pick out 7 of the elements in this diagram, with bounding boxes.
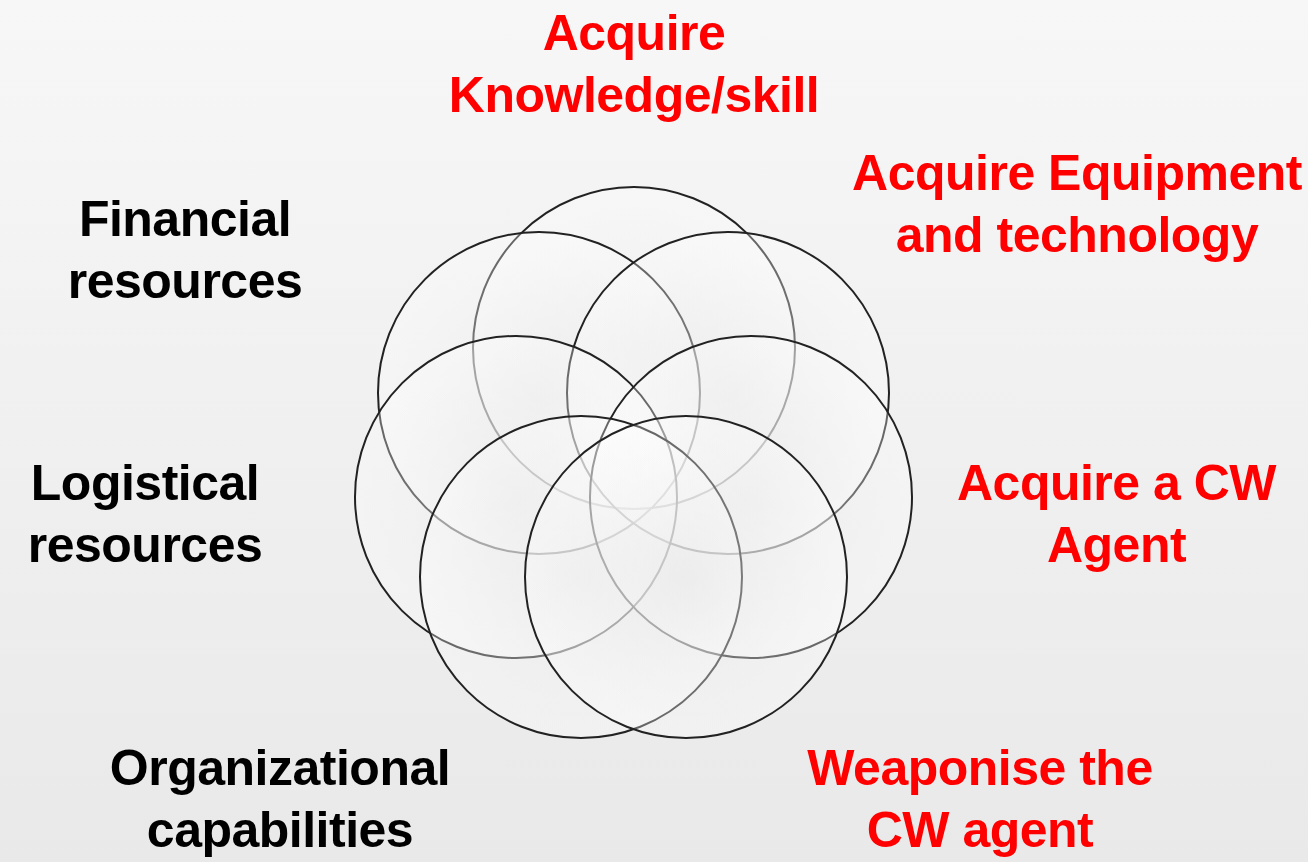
step-label: Logistical resources — [26, 454, 264, 575]
step-label: Organizational capabilities — [108, 739, 452, 860]
step-label: Acquire Equipment and technology — [852, 144, 1302, 265]
step-label: Acquire Knowledge/skill — [447, 4, 821, 125]
step-label: Financial resources — [66, 190, 304, 311]
step-label: Acquire a CW Agent — [955, 454, 1278, 575]
step-label: Weaponise the CW agent — [806, 739, 1154, 860]
